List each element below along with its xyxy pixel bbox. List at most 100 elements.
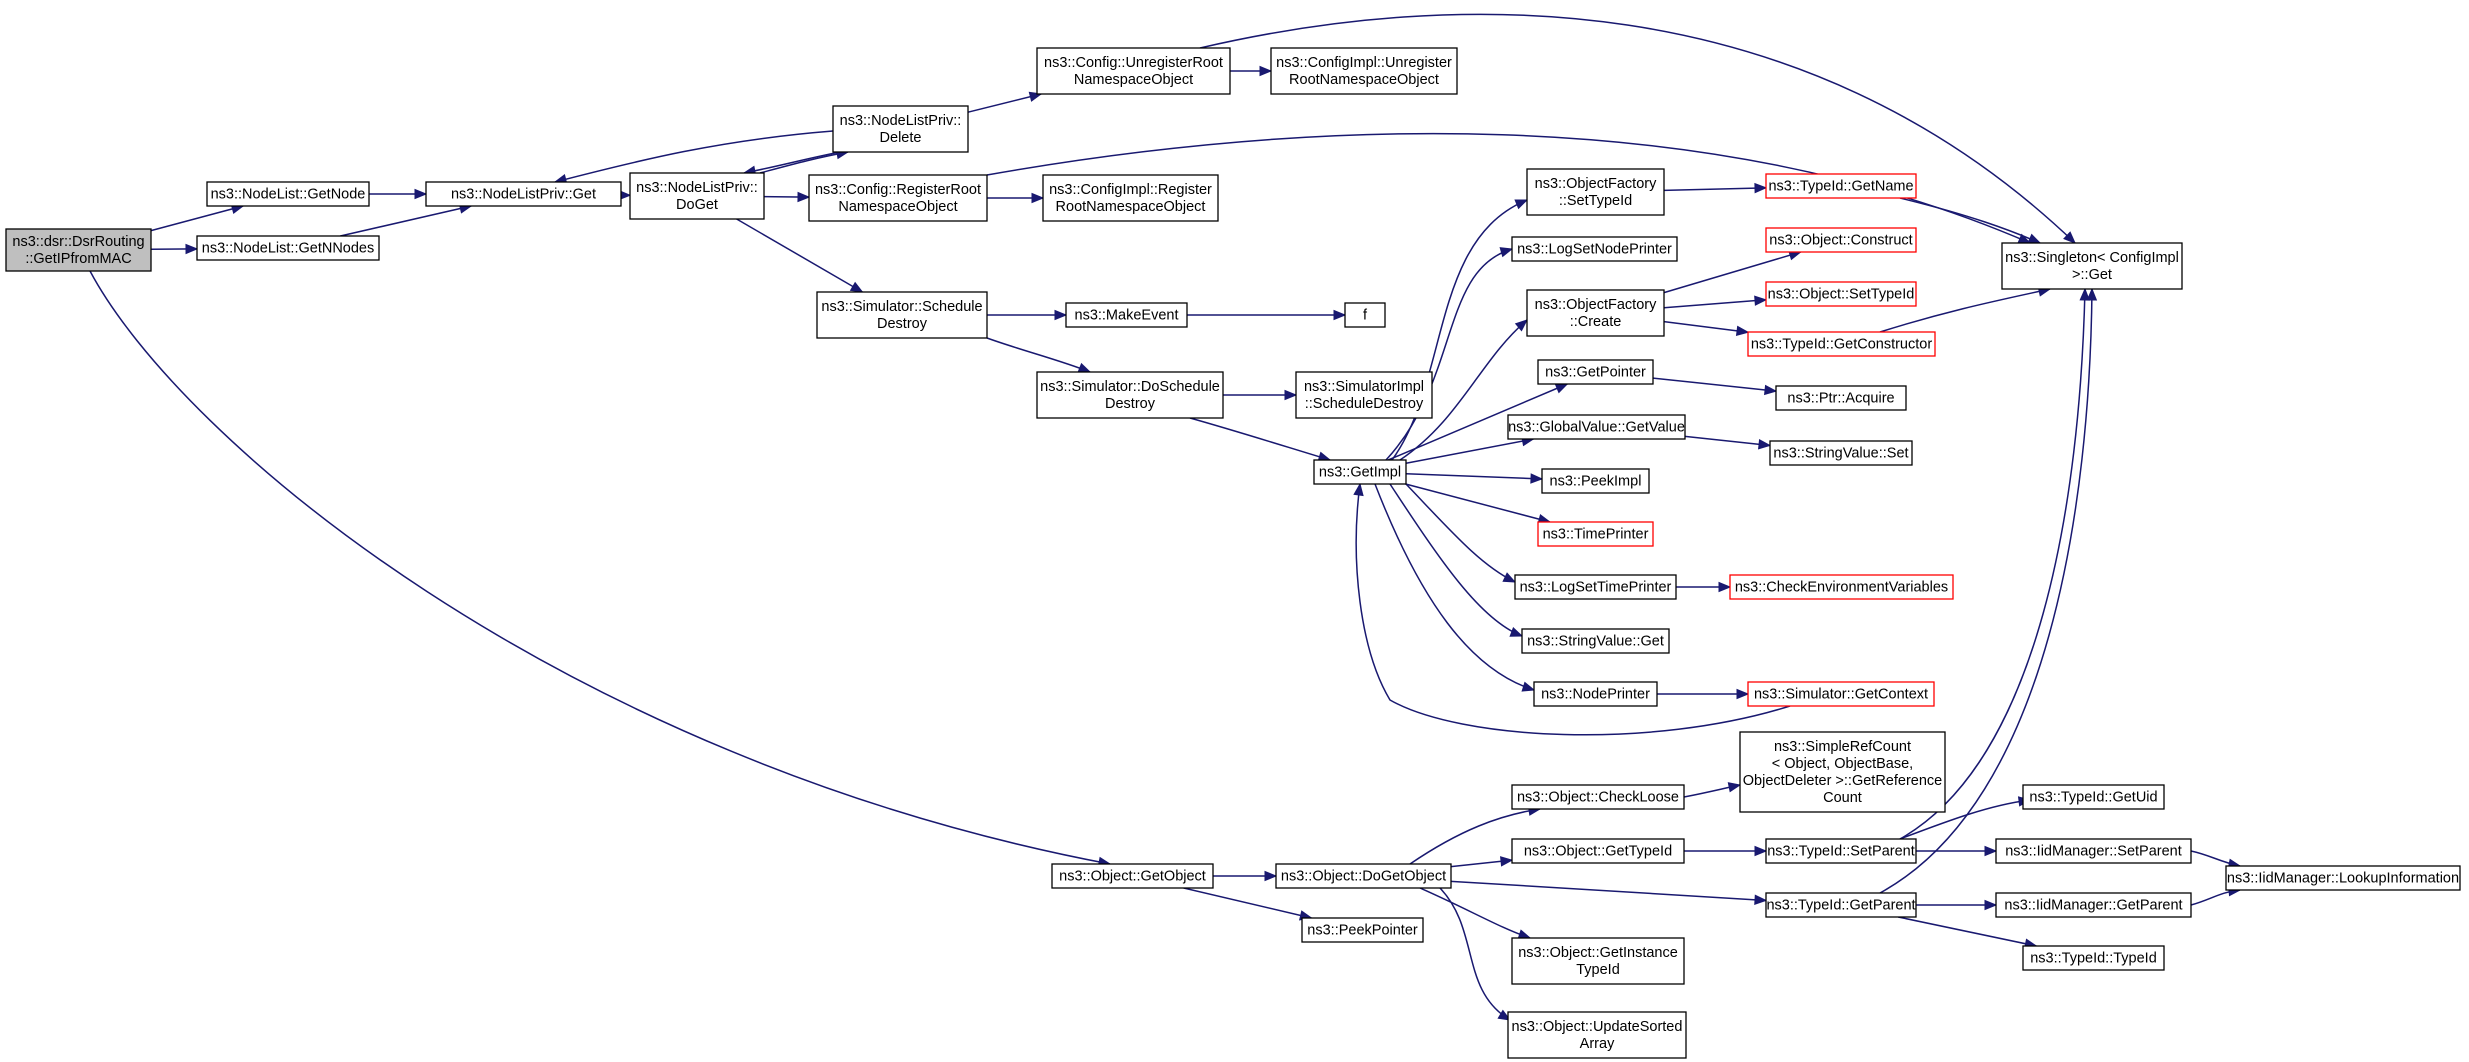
node-iid_lookup-box bbox=[2225, 865, 2461, 891]
node-typeid_typeid-box bbox=[2022, 945, 2165, 971]
node-peekpointer-label-line: ns3::PeekPointer bbox=[1307, 923, 1418, 939]
node-of_settypeid[interactable]: ns3::ObjectFactory::SetTypeId bbox=[1526, 168, 1665, 216]
edge-gv_getvalue-to-sv_set-line bbox=[1684, 435, 1771, 447]
node-gv_getvalue-box bbox=[1507, 414, 1686, 440]
edge-sim_sched-to-sim_dosched-line bbox=[986, 337, 1091, 373]
node-makeevent[interactable]: ns3::MakeEvent bbox=[1065, 302, 1188, 328]
node-root[interactable]: ns3::dsr::DsrRouting::GetIPfromMAC bbox=[5, 228, 152, 272]
node-obj_settypeid[interactable]: ns3::Object::SetTypeId bbox=[1765, 281, 1917, 307]
node-getpointer[interactable]: ns3::GetPointer bbox=[1537, 359, 1654, 385]
node-logsetnodeprinter[interactable]: ns3::LogSetNodePrinter bbox=[1511, 236, 1678, 262]
node-peekpointer[interactable]: ns3::PeekPointer bbox=[1301, 917, 1424, 943]
node-gv_getvalue[interactable]: ns3::GlobalValue::GetValue bbox=[1507, 414, 1686, 440]
node-obj_dogetobject[interactable]: ns3::Object::DoGetObject bbox=[1275, 863, 1452, 889]
node-typeid_getname[interactable]: ns3::TypeId::GetName bbox=[1765, 173, 1917, 199]
node-iid_setparent[interactable]: ns3::IidManager::SetParent bbox=[1995, 838, 2192, 864]
node-obj_getobject[interactable]: ns3::Object::GetObject bbox=[1051, 863, 1214, 889]
node-typeid_setparent[interactable]: ns3::TypeId::SetParent bbox=[1765, 838, 1917, 864]
edge-getimpl-to-getpointer-arrowhead bbox=[1554, 383, 1569, 394]
node-cfgimpl_unreg[interactable]: ns3::ConfigImpl::UnregisterRootNamespace… bbox=[1270, 47, 1458, 95]
edge-sim_sched-to-sim_dosched-arrowhead bbox=[1077, 362, 1092, 373]
node-singleton_get[interactable]: ns3::Singleton< ConfigImpl >::Get bbox=[2001, 242, 2183, 290]
node-nlp_delete-label-line: Delete bbox=[880, 130, 922, 146]
node-sim_sched[interactable]: ns3::Simulator::ScheduleDestroy bbox=[816, 291, 988, 339]
node-obj_gettypeid[interactable]: ns3::Object::GetTypeId bbox=[1511, 838, 1685, 864]
node-nlp_get-label-line: ns3::NodeListPriv::Get bbox=[451, 187, 596, 203]
node-makeevent-box bbox=[1065, 302, 1188, 328]
node-simplerefcount-box bbox=[1739, 731, 1946, 813]
node-peekimpl[interactable]: ns3::PeekImpl bbox=[1541, 468, 1650, 494]
edge-typeid_setparent-to-iid_setparent bbox=[1916, 845, 1998, 857]
edge-getimpl-to-of_create-line bbox=[1399, 319, 1528, 461]
node-nl_getnode[interactable]: ns3::NodeList::GetNode bbox=[206, 181, 370, 207]
edge-nlp_delete-to-nlp_doget-line bbox=[743, 151, 841, 174]
edge-nlp_doget-to-cfg_reg-arrowhead bbox=[797, 191, 811, 203]
node-f[interactable]: f bbox=[1344, 302, 1386, 328]
node-of_create-box bbox=[1526, 289, 1665, 337]
node-nl_getnnodes[interactable]: ns3::NodeList::GetNNodes bbox=[196, 235, 380, 261]
node-sv_get-label-line: ns3::StringValue::Get bbox=[1527, 634, 1664, 650]
node-sim_getcontext[interactable]: ns3::Simulator::GetContext bbox=[1747, 681, 1935, 707]
node-simimpl_sched[interactable]: ns3::SimulatorImpl::ScheduleDestroy bbox=[1295, 371, 1433, 419]
node-ptr_acquire[interactable]: ns3::Ptr::Acquire bbox=[1775, 385, 1907, 411]
node-cfg_unreg[interactable]: ns3::Config::UnregisterRootNamespaceObje… bbox=[1036, 47, 1231, 95]
node-obj_gettypeid-box bbox=[1511, 838, 1685, 864]
node-cfgimpl_reg[interactable]: ns3::ConfigImpl::RegisterRootNamespaceOb… bbox=[1042, 174, 1219, 222]
edge-typeid_getparent-to-typeid_typeid-line bbox=[1898, 916, 2037, 947]
edge-obj_gettypeid-to-typeid_setparent-arrowhead bbox=[1754, 845, 1768, 857]
node-nlp_delete[interactable]: ns3::NodeListPriv::Delete bbox=[832, 105, 969, 153]
node-simplerefcount[interactable]: ns3::SimpleRefCount< Object, ObjectBase,… bbox=[1739, 731, 1946, 813]
node-sv_set[interactable]: ns3::StringValue::Set bbox=[1769, 440, 1913, 466]
node-getimpl[interactable]: ns3::GetImpl bbox=[1313, 459, 1407, 485]
node-typeid_setparent-label-line: ns3::TypeId::SetParent bbox=[1767, 844, 1915, 860]
node-timeprinter[interactable]: ns3::TimePrinter bbox=[1537, 521, 1654, 547]
node-iid_getparent[interactable]: ns3::IidManager::GetParent bbox=[1995, 892, 2192, 918]
node-sv_get[interactable]: ns3::StringValue::Get bbox=[1521, 628, 1670, 654]
node-iid_lookup[interactable]: ns3::IidManager::LookupInformation bbox=[2225, 865, 2461, 891]
node-cfgimpl_reg-label-line: ns3::ConfigImpl::Register bbox=[1049, 182, 1212, 198]
edge-nlp_doget-to-sim_sched-arrowhead bbox=[849, 281, 864, 293]
node-cfgimpl_unreg-label-line: RootNamespaceObject bbox=[1289, 72, 1439, 88]
node-nlp_get[interactable]: ns3::NodeListPriv::Get bbox=[425, 181, 622, 207]
node-of_create[interactable]: ns3::ObjectFactory::Create bbox=[1526, 289, 1665, 337]
node-typeid_getuid[interactable]: ns3::TypeId::GetUid bbox=[2022, 784, 2165, 810]
node-obj_construct-box bbox=[1765, 227, 1917, 253]
node-sim_dosched-box bbox=[1036, 371, 1224, 419]
node-nlp_doget[interactable]: ns3::NodeListPriv::DoGet bbox=[629, 172, 765, 220]
edge-obj_getobject-to-peekpointer bbox=[1183, 887, 1313, 921]
node-sim_getcontext-label-line: ns3::Simulator::GetContext bbox=[1754, 687, 1928, 703]
node-obj_construct[interactable]: ns3::Object::Construct bbox=[1765, 227, 1917, 253]
node-sim_getcontext-box bbox=[1747, 681, 1935, 707]
edge-nodeprinter-to-sim_getcontext-arrowhead bbox=[1736, 688, 1750, 700]
edge-cfg_reg-to-cfgimpl_reg-arrowhead bbox=[1031, 192, 1045, 204]
node-checkenv[interactable]: ns3::CheckEnvironmentVariables bbox=[1729, 574, 1954, 600]
node-typeid_getctor[interactable]: ns3::TypeId::GetConstructor bbox=[1747, 331, 1936, 357]
edge-cfg_unreg-to-singleton_get-line bbox=[1199, 13, 2076, 244]
node-nlp_delete-label-line: ns3::NodeListPriv:: bbox=[840, 113, 962, 129]
node-root-box bbox=[5, 228, 152, 272]
edge-of_create-to-obj_settypeid-arrowhead bbox=[1754, 295, 1768, 306]
edge-cfg_unreg-to-singleton_get bbox=[1199, 13, 2076, 244]
edge-nl_getnode-to-nlp_get-arrowhead bbox=[414, 188, 428, 200]
edge-of_create-to-obj_settypeid-line bbox=[1663, 299, 1767, 309]
node-typeid_getuid-box bbox=[2022, 784, 2165, 810]
edge-root-to-nl_getnnodes-arrowhead bbox=[185, 243, 199, 255]
edge-sim_dosched-to-simimpl_sched-arrowhead bbox=[1284, 389, 1298, 401]
node-typeid_typeid[interactable]: ns3::TypeId::TypeId bbox=[2022, 945, 2165, 971]
node-nodeprinter-label-line: ns3::NodePrinter bbox=[1541, 687, 1650, 703]
node-typeid_getparent[interactable]: ns3::TypeId::GetParent bbox=[1765, 892, 1917, 918]
node-nlp_doget-label-line: DoGet bbox=[676, 197, 718, 213]
node-typeid_getctor-label-line: ns3::TypeId::GetConstructor bbox=[1751, 337, 1933, 353]
node-nodeprinter[interactable]: ns3::NodePrinter bbox=[1533, 681, 1658, 707]
edge-nlp_delete-to-nlp_doget bbox=[742, 151, 841, 176]
node-root-label-line: ns3::dsr::DsrRouting bbox=[12, 234, 144, 250]
node-logsettimeprinter[interactable]: ns3::LogSetTimePrinter bbox=[1514, 574, 1677, 600]
edge-of_create-to-obj_settypeid bbox=[1663, 295, 1768, 309]
node-obj_checkloose[interactable]: ns3::Object::CheckLoose bbox=[1511, 784, 1685, 810]
edge-logsettimeprinter-to-checkenv-arrowhead bbox=[1718, 581, 1732, 593]
edge-nlp_doget-to-nlp_delete-line bbox=[759, 151, 849, 174]
